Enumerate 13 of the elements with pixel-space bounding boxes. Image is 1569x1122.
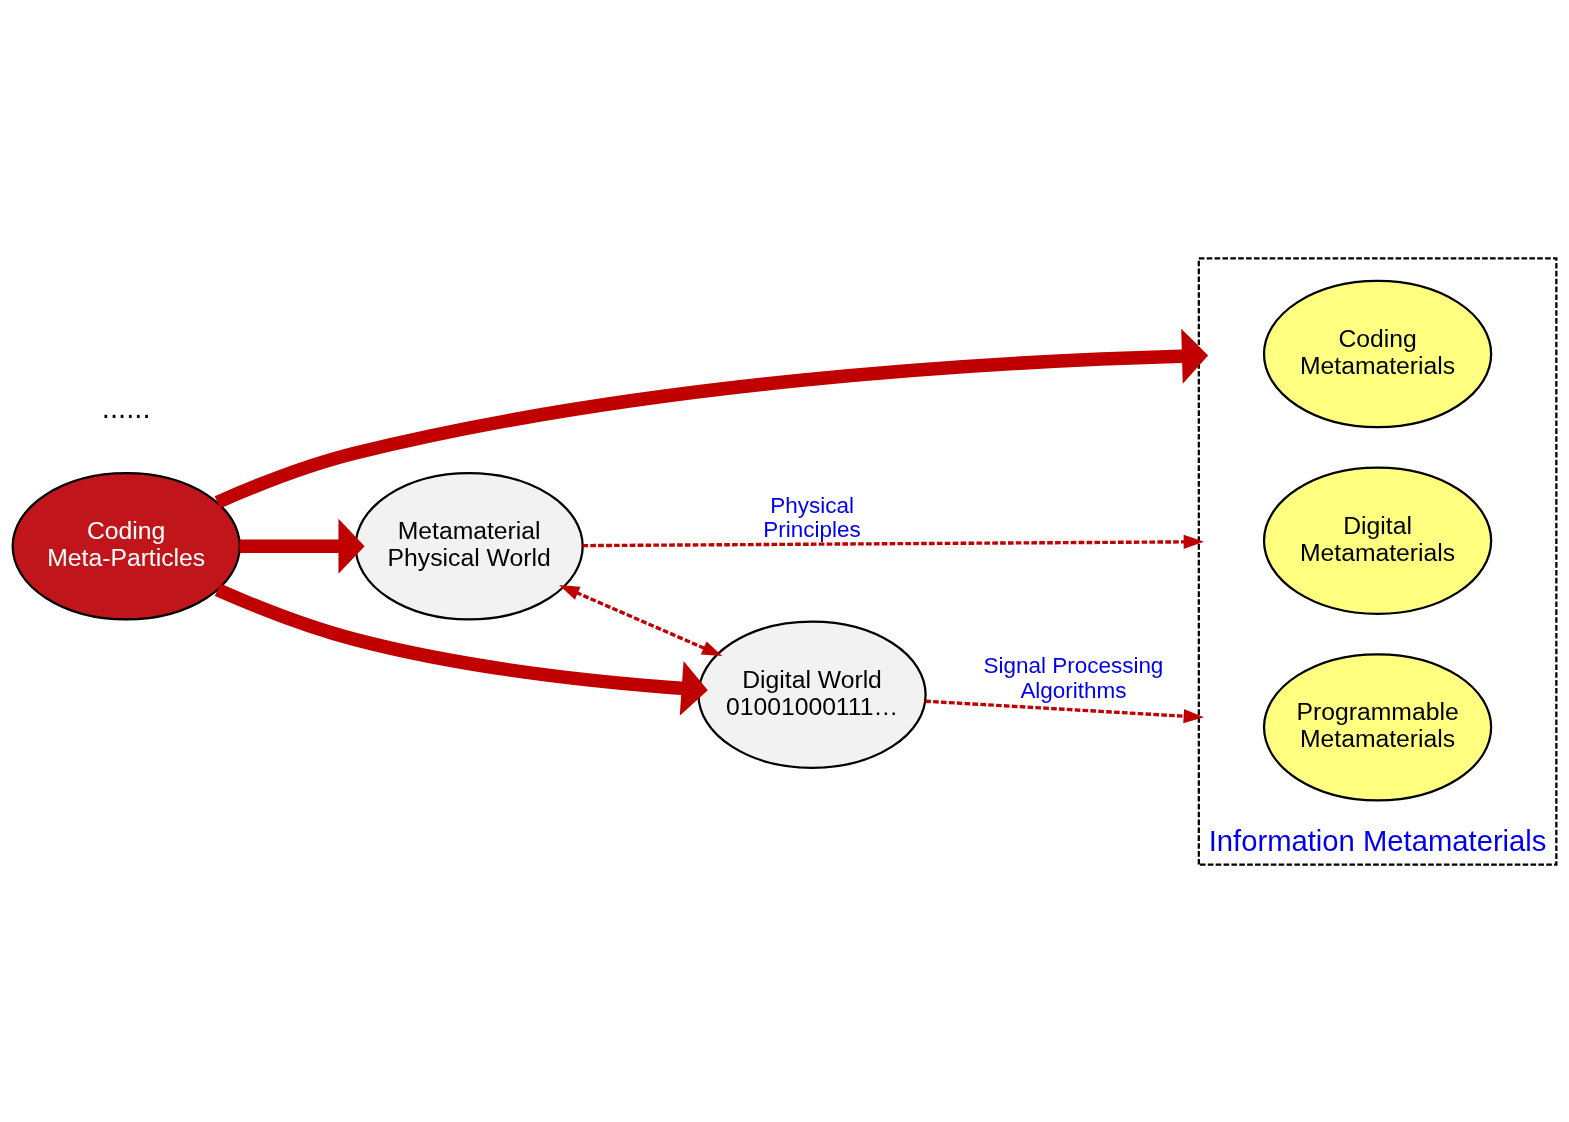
arrow	[239, 518, 365, 574]
node-ellipse: Digital Metamaterials	[1262, 466, 1493, 615]
arrow	[925, 699, 1204, 723]
node-ellipse: Coding Metamaterials	[1262, 279, 1493, 428]
arrow	[214, 328, 1209, 509]
edge-label: Signal Processing Algorithms	[983, 652, 1164, 703]
node-ellipse: Coding Meta-Particles	[11, 471, 241, 621]
arrow	[559, 584, 723, 656]
arrow	[214, 583, 708, 716]
arrow	[582, 534, 1204, 549]
label: ......	[101, 391, 151, 424]
node-ellipse: Programmable Metamaterials	[1262, 652, 1493, 802]
edge-label: Physical Principles	[763, 492, 861, 542]
